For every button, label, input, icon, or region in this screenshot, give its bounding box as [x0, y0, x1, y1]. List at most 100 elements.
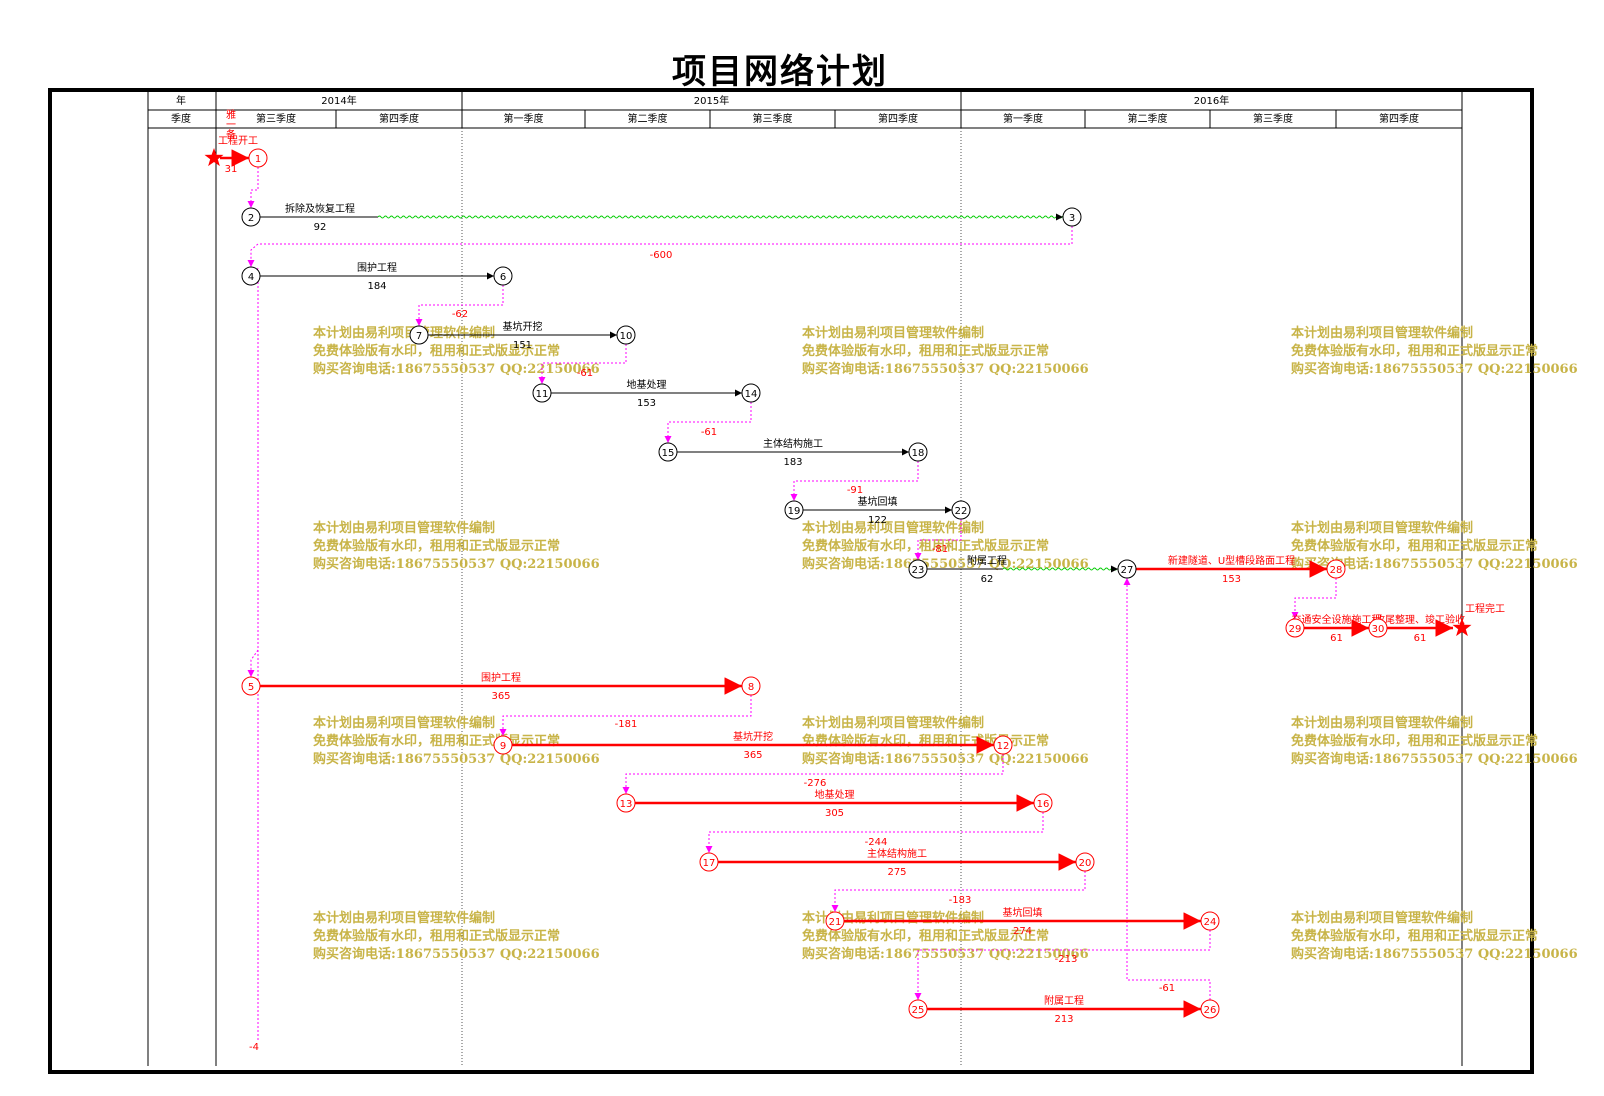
node-7[interactable]: 7	[409, 325, 429, 345]
lag-label: -91	[847, 485, 863, 496]
free-float-line	[377, 215, 1069, 219]
node-number: 7	[416, 331, 422, 342]
watermark: 本计划由易利项目管理软件编制免费体验版有水印，租用和正式版显示正常购买咨询电话:…	[1291, 715, 1578, 767]
node-3[interactable]: 3	[1062, 207, 1082, 227]
watermark-text: 购买咨询电话:18675550537 QQ:22150066	[802, 556, 1089, 572]
node-25[interactable]: 25	[908, 999, 928, 1019]
dependency-link	[664, 402, 752, 443]
node-28[interactable]: 28	[1326, 559, 1346, 579]
end-milestone[interactable]	[1452, 618, 1472, 637]
node-16[interactable]: 16	[1033, 793, 1053, 813]
activity-duration: 274	[1013, 926, 1032, 937]
node-11[interactable]: 11	[532, 383, 552, 403]
watermark-text: 免费体验版有水印，租用和正式版显示正常	[313, 733, 560, 749]
node-number: 6	[500, 272, 506, 283]
node-number: 21	[829, 917, 842, 928]
activity-name: 主体结构施工	[763, 437, 823, 450]
node-number: 18	[912, 448, 925, 459]
watermark-text: 免费体验版有水印，租用和正式版显示正常	[1291, 733, 1538, 749]
node-4[interactable]: 4	[241, 266, 261, 286]
node-number: 17	[703, 858, 716, 869]
watermark-text: 免费体验版有水印，租用和正式版显示正常	[802, 343, 1049, 359]
quarter-label: 第二季度	[1128, 112, 1168, 125]
lag-label: -61	[577, 368, 593, 379]
node-24[interactable]: 24	[1200, 911, 1220, 931]
node-number: 2	[248, 213, 254, 224]
watermark-text: 购买咨询电话:18675550537 QQ:22150066	[802, 946, 1089, 962]
activity-name: 附属工程	[1044, 994, 1084, 1007]
node-number: 19	[788, 506, 801, 517]
node-number: 24	[1204, 917, 1217, 928]
node-9[interactable]: 9	[493, 735, 513, 755]
watermark-text: 免费体验版有水印，租用和正式版显示正常	[1291, 538, 1538, 554]
node-number: 3	[1069, 213, 1075, 224]
node-number: 16	[1037, 799, 1050, 810]
end-star-icon	[1452, 618, 1472, 637]
lag-label: -81	[932, 544, 948, 555]
activity-duration: 183	[783, 457, 802, 468]
activity-duration: 153	[1222, 574, 1241, 585]
quarter-label: 第二季度	[628, 112, 668, 125]
start-milestone[interactable]	[204, 148, 250, 167]
watermark-text: 本计划由易利项目管理软件编制	[802, 520, 984, 536]
node-number: 26	[1204, 1005, 1217, 1016]
node-number: 23	[912, 565, 925, 576]
watermark-text: 本计划由易利项目管理软件编制	[1291, 520, 1473, 536]
activity-name: 附属工程	[967, 554, 1007, 567]
node-number: 11	[536, 389, 549, 400]
node-20[interactable]: 20	[1075, 852, 1095, 872]
quarter-label: 第四季度	[878, 112, 918, 125]
node-17[interactable]: 17	[699, 852, 719, 872]
node-5[interactable]: 5	[241, 676, 261, 696]
node-2[interactable]: 2	[241, 207, 261, 227]
activity-duration: 61	[1330, 633, 1343, 644]
node-19[interactable]: 19	[784, 500, 804, 520]
node-29[interactable]: 29	[1285, 618, 1305, 638]
watermark-text: 本计划由易利项目管理软件编制	[313, 520, 495, 536]
node-number: 8	[748, 682, 754, 693]
quarter-label: 第四季度	[1379, 112, 1419, 125]
node-30[interactable]: 30	[1368, 618, 1388, 638]
node-13[interactable]: 13	[616, 793, 636, 813]
node-12[interactable]: 12	[993, 735, 1013, 755]
dependency-link	[247, 226, 1073, 267]
quarter-label: 第三季度	[753, 112, 793, 125]
dependency-link	[914, 519, 962, 560]
node-8[interactable]: 8	[741, 676, 761, 696]
dependency-link	[831, 871, 1086, 912]
node-10[interactable]: 10	[616, 325, 636, 345]
node-6[interactable]: 6	[493, 266, 513, 286]
node-18[interactable]: 18	[908, 442, 928, 462]
dependency-link	[705, 812, 1044, 853]
watermark-text: 本计划由易利项目管理软件编制	[313, 910, 495, 926]
lag-label: -183	[949, 895, 972, 906]
quarter-label: 第一季度	[1003, 112, 1043, 125]
watermark-text: 购买咨询电话:18675550537 QQ:22150066	[1291, 556, 1578, 572]
node-number: 1	[255, 154, 261, 165]
node-21[interactable]: 21	[825, 911, 845, 931]
node-26[interactable]: 26	[1200, 999, 1220, 1019]
watermark-text: 本计划由易利项目管理软件编制	[802, 325, 984, 341]
activity-2-3[interactable]	[260, 215, 1069, 219]
node-number: 9	[500, 741, 506, 752]
watermark-text: 购买咨询电话:18675550537 QQ:22150066	[802, 751, 1089, 767]
quarter-label: 第三季度	[1253, 112, 1293, 125]
node-15[interactable]: 15	[658, 442, 678, 462]
node-number: 13	[620, 799, 633, 810]
lag-label: -61	[701, 427, 717, 438]
node-14[interactable]: 14	[741, 383, 761, 403]
watermark: 本计划由易利项目管理软件编制免费体验版有水印，租用和正式版显示正常购买咨询电话:…	[802, 910, 1089, 962]
quarter-label: 第四季度	[379, 112, 419, 125]
watermark-text: 本计划由易利项目管理软件编制	[313, 715, 495, 731]
node-1[interactable]: 1	[248, 148, 268, 168]
node-22[interactable]: 22	[951, 500, 971, 520]
node-23[interactable]: 23	[908, 559, 928, 579]
node-27[interactable]: 27	[1117, 559, 1137, 579]
watermark-text: 购买咨询电话:18675550537 QQ:22150066	[802, 361, 1089, 377]
network-frame	[48, 88, 1534, 1074]
node-number: 27	[1121, 565, 1134, 576]
watermark-text: 购买咨询电话:18675550537 QQ:22150066	[313, 361, 600, 377]
activity-name: 新建隧道、U型槽段路面工程	[1168, 554, 1295, 567]
activity-duration: 184	[367, 281, 386, 292]
activity-duration: 275	[887, 867, 906, 878]
